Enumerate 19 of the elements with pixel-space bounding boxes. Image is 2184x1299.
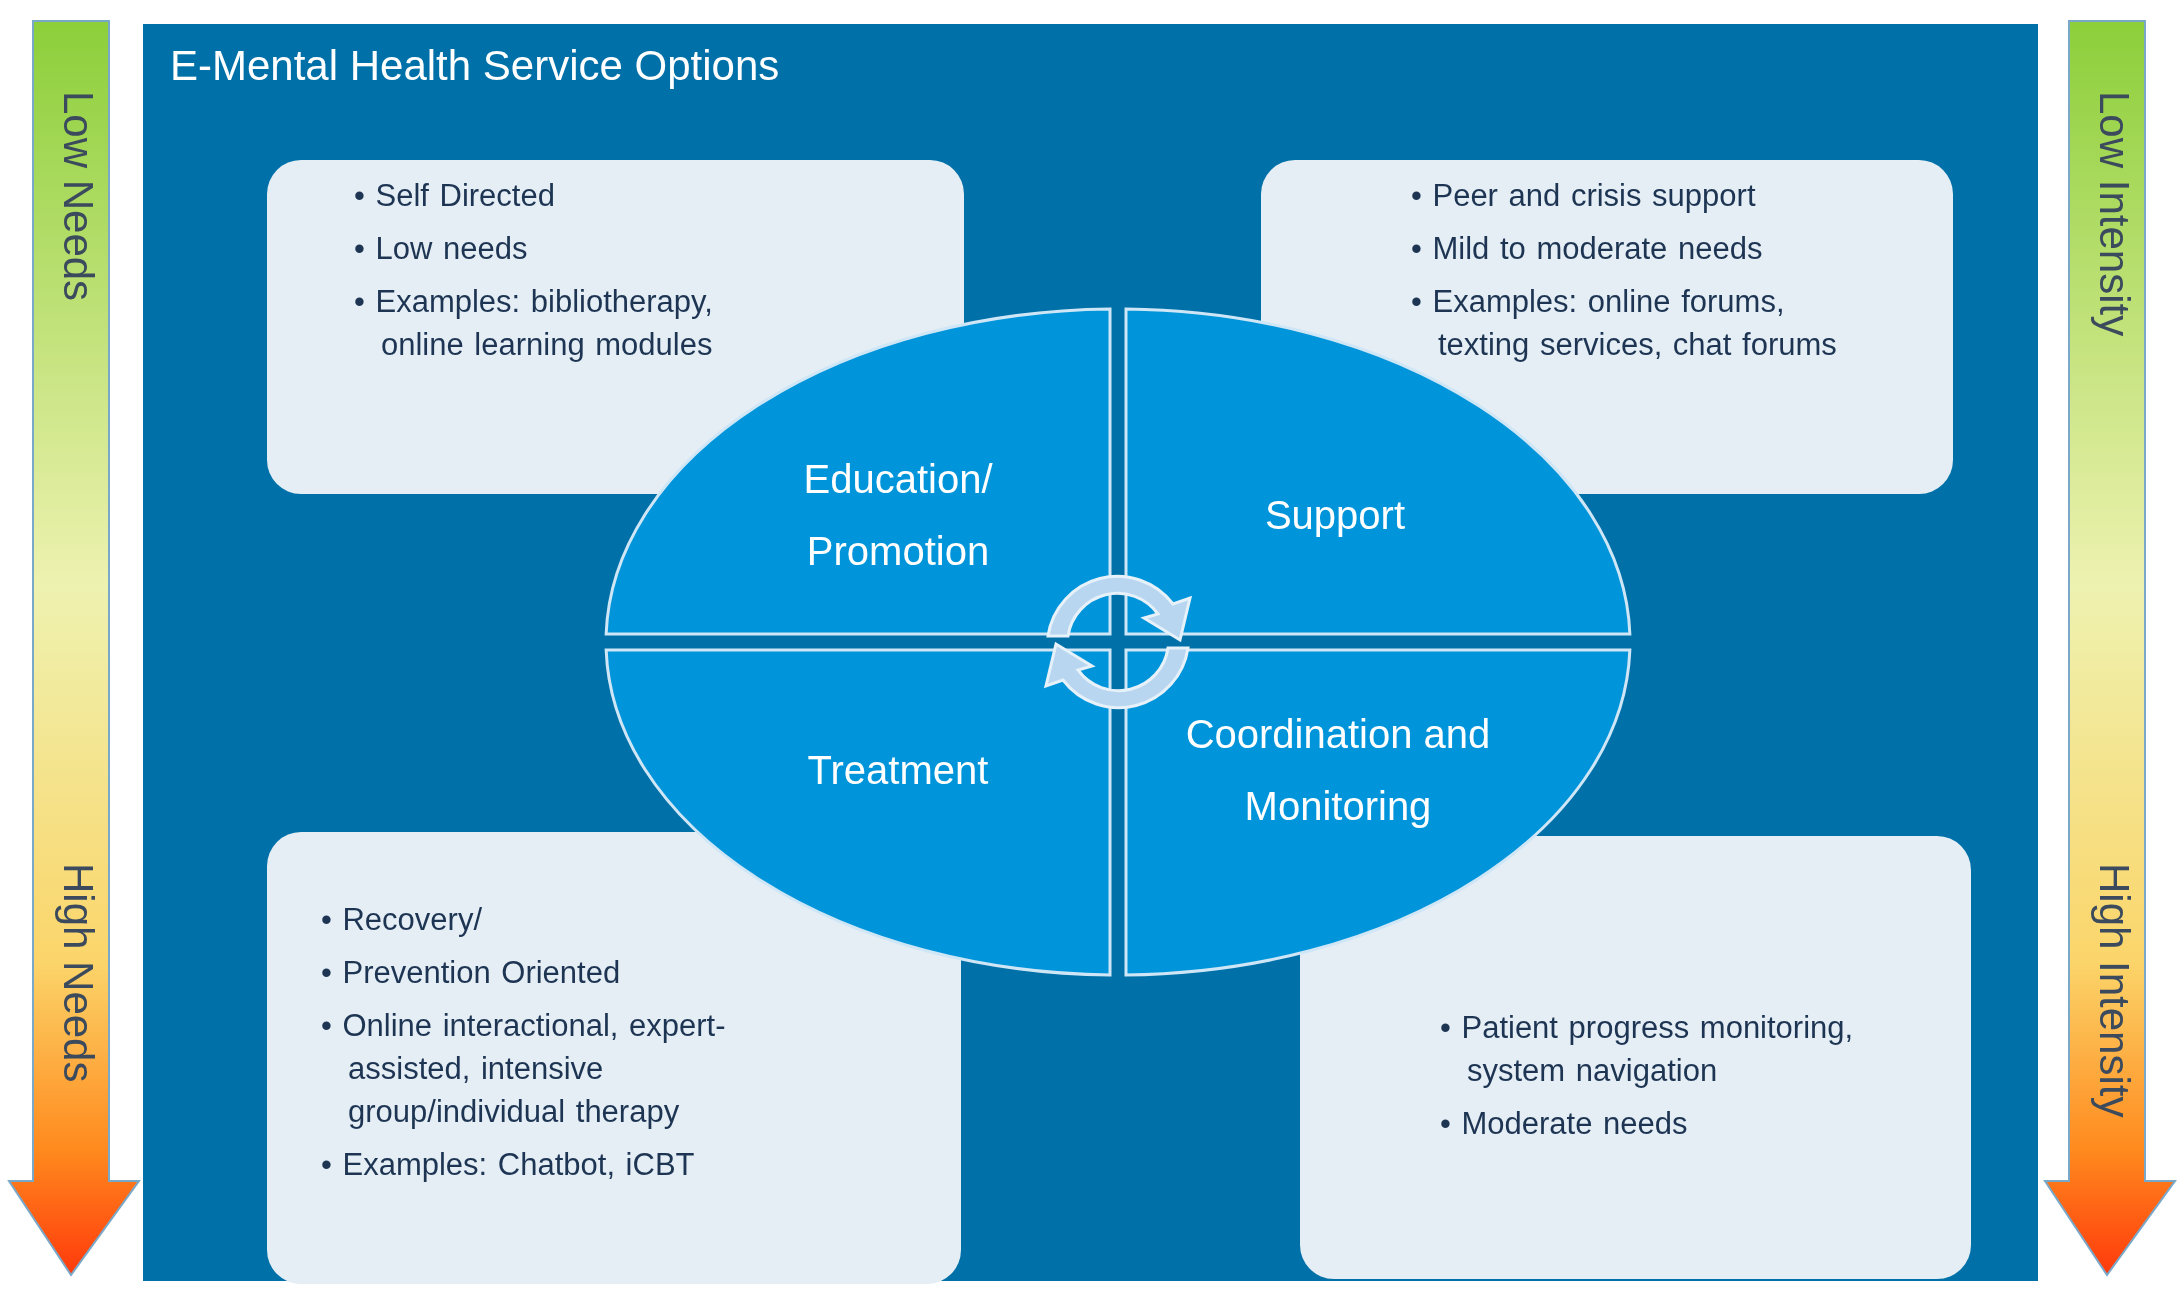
- bullet-text: • Peer and crisis support: [1411, 177, 1757, 215]
- bullet-text: • Examples: Chatbot, iCBT: [321, 1146, 696, 1184]
- quadrant-label: Education/ Promotion: [802, 456, 994, 575]
- diagram-title: E-Mental Health Service Options: [170, 42, 780, 90]
- quadrant-label: Treatment: [806, 747, 990, 794]
- bullet-text: • Moderate needs: [1440, 1105, 1689, 1143]
- quadrant-label: Support: [1263, 492, 1407, 539]
- bullet-text: • Recovery/: [321, 901, 483, 939]
- quadrant-label: Coordination and Monitoring: [1184, 711, 1492, 830]
- bullet-text: • Mild to moderate needs: [1411, 230, 1764, 268]
- bullet-text: • Examples: bibliotherapy, online learning modules: [354, 283, 714, 364]
- info-box: [1300, 836, 1971, 1279]
- info-box: [267, 832, 961, 1284]
- bullet-text: • Low needs: [354, 230, 529, 268]
- bullet-text: • Self Directed: [354, 177, 556, 215]
- bullet-text: • Online interactional, expert-assisted, intensive group/individual therapy: [321, 1007, 727, 1131]
- bullet-text: • Prevention Oriented: [321, 954, 622, 992]
- bullet-text: • Examples: online forums, texting services, chat forums: [1411, 283, 1838, 364]
- bullet-text: • Patient progress monitoring, system navigation: [1440, 1009, 1855, 1090]
